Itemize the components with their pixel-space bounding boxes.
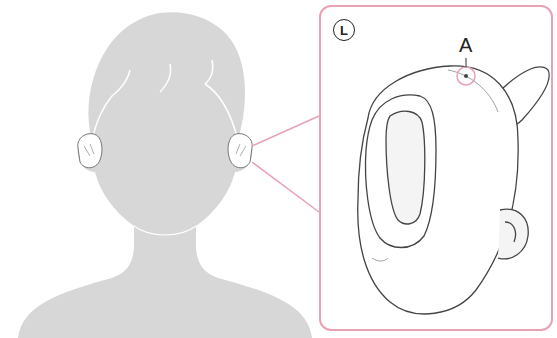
callout-box: AL bbox=[319, 5, 553, 331]
hair bbox=[89, 12, 246, 140]
microphone-hole bbox=[464, 74, 468, 78]
leader-line bbox=[466, 58, 467, 67]
hair-lines bbox=[92, 60, 238, 140]
left-earbud bbox=[228, 134, 252, 168]
callout-pointer bbox=[252, 116, 319, 212]
side-marker: L bbox=[333, 19, 355, 41]
side-letter: L bbox=[340, 24, 348, 37]
highlight-circle bbox=[457, 67, 475, 85]
callout-ground bbox=[319, 5, 553, 331]
neck-line bbox=[134, 226, 196, 235]
callout-letter: A bbox=[459, 35, 472, 55]
right-earbud bbox=[78, 134, 102, 168]
earbud-detail bbox=[358, 66, 549, 314]
